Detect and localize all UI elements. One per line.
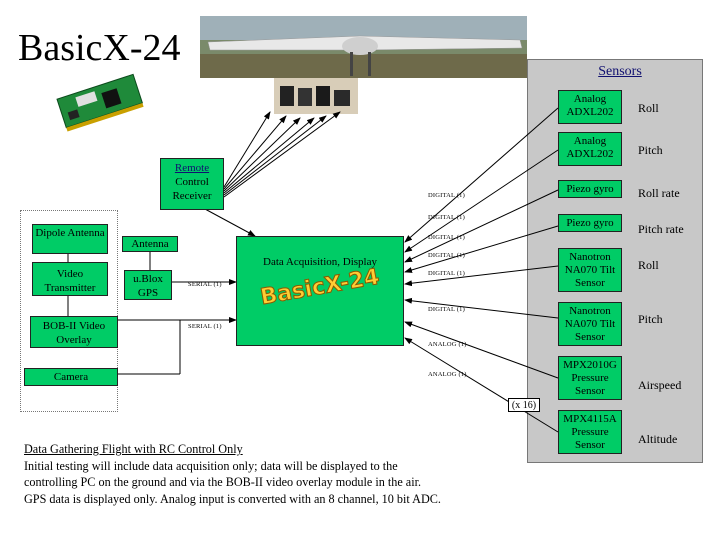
remote-label-3: Receiver — [172, 190, 212, 202]
sensor-nanotron-roll: Nanotron NA070 Tilt Sensor — [558, 248, 622, 292]
remote-control-receiver: Remote Control Receiver — [160, 158, 224, 210]
sensor-measure-roll-rate: Roll rate — [638, 186, 680, 200]
remote-label-2: Control — [175, 176, 209, 188]
sensor-nanotron-pitch: Nanotron NA070 Tilt Sensor — [558, 302, 622, 346]
camera-label: Camera — [53, 371, 89, 383]
antenna-label: Antenna — [131, 238, 169, 250]
description-text: Data Gathering Flight with RC Control On… — [24, 441, 524, 507]
digital-label-2: DIGITAL (1) — [428, 214, 465, 221]
analog-label-1: ANALOG (1) — [428, 341, 467, 348]
sensor-measure-roll-tilt: Roll — [638, 258, 659, 272]
dipole-antenna-box: Dipole Antenna — [32, 224, 108, 254]
sensor-measure-pitch: Pitch — [638, 143, 663, 157]
gps-box: u.Blox GPS — [124, 270, 172, 300]
sensor-measure-altitude: Altitude — [638, 432, 678, 446]
digital-label-6: DIGITAL (1) — [428, 306, 465, 313]
bob-overlay-label: BOB-II Video Overlay — [42, 320, 106, 346]
description-heading: Data Gathering Flight with RC Control On… — [24, 442, 243, 456]
digital-label-1: DIGITAL (1) — [428, 192, 465, 199]
camera-box: Camera — [24, 368, 118, 386]
sensor-mpx4115a: MPX4115A Pressure Sensor — [558, 410, 622, 454]
analog-label-2: ANALOG (1) — [428, 371, 467, 378]
sensor-measure-pitch-tilt: Pitch — [638, 312, 663, 326]
sensors-title[interactable]: Sensors — [598, 64, 642, 79]
gps-label: u.Blox GPS — [133, 273, 163, 299]
sensor-photo — [274, 78, 358, 114]
basicx-logo: BasicX-24 — [258, 264, 382, 311]
remote-label-link[interactable]: Remote — [174, 162, 210, 174]
sensor-piezo-roll-rate: Piezo gyro — [558, 180, 622, 198]
basicx-board-photo — [48, 68, 152, 136]
digital-label-3: DIGITAL (1) — [428, 234, 465, 241]
video-transmitter-label: Video Transmitter — [44, 268, 96, 294]
sensor-measure-pitch-rate: Pitch rate — [638, 222, 684, 236]
digital-label-4: DIGITAL (1) — [428, 252, 465, 259]
data-acquisition-box: Data Acquisition, Display BasicX-24 — [236, 236, 404, 346]
sensor-adxl202-roll: Analog ADXL202 — [558, 90, 622, 124]
sensor-adxl202-pitch: Analog ADXL202 — [558, 132, 622, 166]
antenna-box: Antenna — [122, 236, 178, 252]
description-line-1: Initial testing will include data acquis… — [24, 458, 398, 473]
description-line-2: controlling PC on the ground and via the… — [24, 475, 422, 489]
serial-label-bob: SERIAL (1) — [188, 323, 222, 330]
adc-times16-label: (x 16) — [508, 398, 540, 412]
sensor-measure-airspeed: Airspeed — [638, 378, 682, 392]
sensor-mpx2010g: MPX2010G Pressure Sensor — [558, 356, 622, 400]
airplane-photo — [200, 16, 527, 78]
bob-overlay-box: BOB-II Video Overlay — [30, 316, 118, 348]
airborne-group — [20, 210, 118, 412]
digital-label-5: DIGITAL (1) — [428, 270, 465, 277]
sensor-measure-roll: Roll — [638, 101, 659, 115]
sensor-piezo-pitch-rate: Piezo gyro — [558, 214, 622, 232]
data-acquisition-label: Data Acquisition, Display — [263, 256, 377, 268]
dipole-antenna-label: Dipole Antenna — [35, 227, 105, 239]
page-title: BasicX-24 — [18, 27, 181, 69]
serial-label-gps: SERIAL (1) — [188, 281, 222, 288]
video-transmitter-box: Video Transmitter — [32, 262, 108, 296]
description-line-3: GPS data is displayed only. Analog input… — [24, 491, 441, 506]
